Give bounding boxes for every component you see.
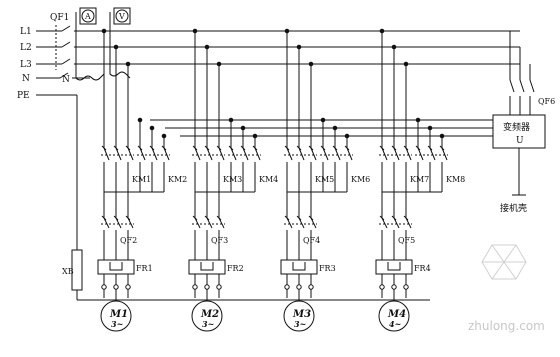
motor-label-2: M2 bbox=[200, 309, 219, 320]
watermark-text: zhulong.com bbox=[468, 319, 545, 333]
voltmeter: V bbox=[113, 7, 131, 25]
xb-label: XB bbox=[62, 267, 74, 276]
fr-label-4: FR4 bbox=[414, 264, 431, 273]
inverter-symbol: U bbox=[516, 136, 524, 146]
fr-label-2: FR2 bbox=[227, 264, 244, 273]
qf-label-2: QF3 bbox=[211, 236, 228, 245]
motor-label-4: M4 bbox=[387, 309, 406, 320]
inverter-qf-label: QF6 bbox=[538, 97, 555, 106]
inverter-title: 变频器 bbox=[503, 121, 530, 133]
n-switch-label: N bbox=[62, 75, 70, 85]
qf-label-1: QF2 bbox=[120, 236, 137, 245]
voltmeter-label: V bbox=[118, 12, 125, 21]
watermark: zhulong.com bbox=[468, 244, 545, 333]
main-breaker-label: QF1 bbox=[50, 13, 69, 23]
motor-phase-2: 3~ bbox=[202, 319, 214, 329]
line-l1-label: L1 bbox=[20, 27, 32, 37]
ammeter: A bbox=[79, 7, 97, 25]
branch-4 bbox=[375, 28, 448, 332]
line-l3-label: L3 bbox=[20, 60, 32, 70]
branch-3 bbox=[280, 28, 353, 332]
inverter-ground-label: 接机壳 bbox=[500, 202, 527, 214]
line-l2-label: L2 bbox=[20, 43, 32, 53]
line-pe-label: PE bbox=[17, 91, 30, 101]
motor-phase-4: 4~ bbox=[389, 319, 401, 329]
fr-label-1: FR1 bbox=[136, 264, 153, 273]
motor-phase-1: 3~ bbox=[111, 319, 123, 329]
fr-label-3: FR3 bbox=[319, 264, 336, 273]
km-label-3: KM3 bbox=[223, 175, 242, 184]
km-label-4: KM4 bbox=[259, 175, 278, 184]
km-label-6: KM6 bbox=[351, 175, 370, 184]
km-label-8: KM8 bbox=[446, 175, 465, 184]
motor-label-1: M1 bbox=[109, 309, 128, 320]
km-label-5: KM5 bbox=[315, 175, 334, 184]
km-label-7: KM7 bbox=[410, 175, 429, 184]
km-label-1: KM1 bbox=[132, 175, 151, 184]
motor-phase-3: 3~ bbox=[294, 319, 306, 329]
branch-1 bbox=[97, 28, 170, 332]
ammeter-label: A bbox=[84, 12, 91, 21]
branch-2 bbox=[188, 28, 261, 332]
motor-label-3: M3 bbox=[292, 309, 311, 320]
line-n-label: N bbox=[22, 74, 30, 84]
qf-label-3: QF4 bbox=[303, 236, 320, 245]
qf-label-4: QF5 bbox=[398, 236, 415, 245]
km-label-2: KM2 bbox=[168, 175, 187, 184]
